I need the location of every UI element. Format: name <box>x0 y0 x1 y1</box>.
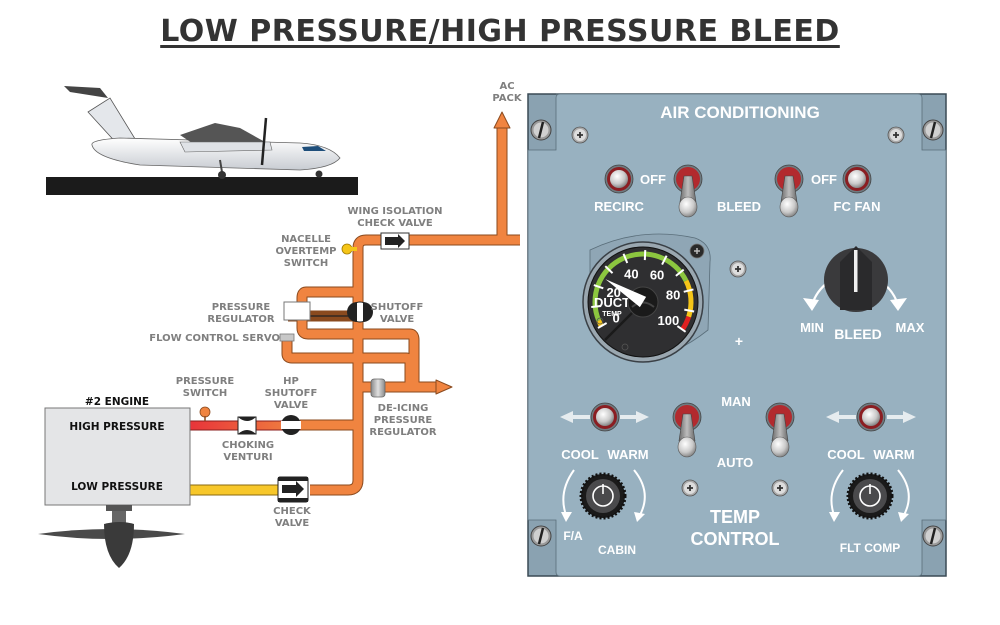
low-pressure-label: LOW PRESSURE <box>71 481 163 493</box>
flt-comp-cool-label: COOL <box>827 447 865 462</box>
gauge-duct-label: DUCT <box>594 295 630 310</box>
cabin-warm-label: WARM <box>607 447 648 462</box>
panel-screw-bottom-left <box>530 525 552 547</box>
bleed-knob-max-label: MAX <box>896 320 925 335</box>
gauge-tick-label: 80 <box>666 288 680 303</box>
bleed-toggle-right[interactable] <box>774 164 804 218</box>
flt-comp-warm-label: WARM <box>873 447 914 462</box>
bleed-knob-min-label: MIN <box>800 320 824 335</box>
gauge-tick <box>604 265 614 274</box>
panel-screw-top-right <box>922 119 944 141</box>
temp-control-label-line2: CONTROL <box>691 529 780 549</box>
panel-title: AIR CONDITIONING <box>660 103 820 122</box>
gauge-tick-label: 40 <box>624 266 638 281</box>
panel-screw-top-left <box>530 119 552 141</box>
flt-comp-mode-toggle[interactable] <box>765 402 795 458</box>
gauge-tick <box>683 288 694 293</box>
page-title: LOW PRESSURE/HIGH PRESSURE BLEED <box>160 14 840 49</box>
nacelle-overtemp-switch <box>341 243 357 255</box>
hp-shutoff-valve <box>281 415 301 435</box>
bleed-knob[interactable] <box>803 246 907 312</box>
gauge-temp-label: TEMP <box>602 311 622 318</box>
phillips-screw-icon <box>571 126 589 144</box>
check-valve <box>277 476 309 503</box>
fc-fan-label: FC FAN <box>834 199 881 214</box>
gauge-tick <box>591 305 602 308</box>
recirc-off-label: OFF <box>640 172 666 187</box>
gauge-band-caution <box>683 279 694 318</box>
pressure-switch <box>199 406 211 421</box>
engine-name-label: #2 ENGINE <box>85 396 149 408</box>
high-pressure-label: HIGH PRESSURE <box>69 421 164 433</box>
flow-control-servo <box>279 333 295 342</box>
man-label: MAN <box>721 394 751 409</box>
cabin-label: CABIN <box>598 543 636 557</box>
gauge-tick <box>684 308 695 313</box>
cabin-temp-knob[interactable] <box>561 469 646 522</box>
panel-screw-bottom-right <box>922 525 944 547</box>
gauge-tick <box>675 268 685 277</box>
choking-venturi <box>237 416 257 435</box>
temp-control-label-line1: TEMP <box>710 507 760 527</box>
gauge-tick-label: 0 <box>613 311 620 326</box>
cabin-cool-label: COOL <box>561 447 599 462</box>
cabin-mode-toggle[interactable] <box>672 402 702 458</box>
wing-isolation-check-valve <box>380 232 410 250</box>
flt-comp-temp-knob[interactable] <box>829 469 910 522</box>
flt-comp-temp-button[interactable] <box>826 402 916 432</box>
phillips-screw-icon <box>887 126 905 144</box>
pressure-regulator <box>283 301 311 321</box>
gauge-tick <box>622 253 629 264</box>
flow-control-servo-label: FLOW CONTROL SERVO <box>149 333 280 344</box>
recirc-label: RECIRC <box>594 199 644 214</box>
bleed-toggle-left[interactable] <box>673 164 703 218</box>
gauge-tick <box>661 255 668 266</box>
phillips-screw-icon <box>771 479 789 497</box>
aircraft-illustration <box>46 86 358 195</box>
cabin-temp-button[interactable] <box>560 402 649 432</box>
fa-label: F/A <box>563 529 583 543</box>
bleed-switch-label: BLEED <box>717 199 761 214</box>
panel-plus-mark: + <box>735 333 743 349</box>
gauge-ticks <box>591 250 695 333</box>
fc-fan-off-label: OFF <box>811 172 837 187</box>
gauge-needle <box>605 279 647 308</box>
gauge-tick <box>593 284 604 290</box>
runway <box>46 177 358 195</box>
engine-2 <box>38 407 191 568</box>
gauge-band-normal <box>592 251 689 322</box>
deicing-pressure-regulator <box>370 378 386 398</box>
auto-label: AUTO <box>717 455 754 470</box>
gauge-tick <box>597 322 608 329</box>
fc-fan-button[interactable] <box>842 164 872 194</box>
bleed-knob-label: BLEED <box>834 326 881 342</box>
gauge-tick-label: 100 <box>658 313 680 328</box>
phillips-screw-icon <box>681 479 699 497</box>
recirc-button[interactable] <box>604 164 634 194</box>
gauge-tick <box>676 325 687 333</box>
gauge-tick-label: 60 <box>650 267 664 282</box>
shutoff-valve <box>347 301 373 323</box>
flt-comp-label: FLT COMP <box>840 541 900 555</box>
phillips-screw-icon <box>729 260 747 278</box>
